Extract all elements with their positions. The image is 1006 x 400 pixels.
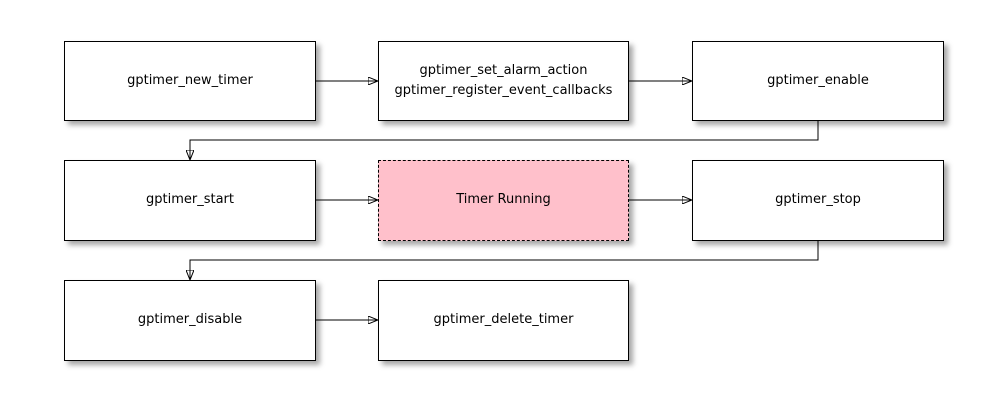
- node-label-line2: gptimer_register_event_callbacks: [394, 83, 613, 98]
- node-gptimer-start: gptimer_start: [64, 160, 316, 241]
- node-gptimer-enable: gptimer_enable: [692, 41, 944, 121]
- node-label: gptimer_delete_timer: [433, 312, 574, 328]
- node-gptimer-delete-timer: gptimer_delete_timer: [378, 280, 629, 361]
- node-gptimer-disable: gptimer_disable: [64, 280, 316, 361]
- node-label: gptimer_new_timer: [127, 72, 253, 88]
- node-label: Timer Running: [456, 192, 551, 208]
- node-gptimer-stop: gptimer_stop: [692, 160, 944, 241]
- node-gptimer-set-alarm-action: gptimer_set_alarm_action gptimer_registe…: [378, 41, 629, 121]
- node-label: gptimer_start: [146, 192, 234, 208]
- node-gptimer-new-timer: gptimer_new_timer: [64, 41, 316, 121]
- node-label: gptimer_disable: [137, 312, 243, 328]
- node-label: gptimer_enable: [767, 72, 869, 88]
- node-label-line1: gptimer_set_alarm_action: [419, 62, 588, 78]
- node-label: gptimer_stop: [775, 192, 861, 208]
- node-timer-running: Timer Running: [378, 160, 629, 241]
- arrow-enable-to-start: [190, 121, 819, 159]
- arrow-stop-to-disable: [190, 241, 819, 279]
